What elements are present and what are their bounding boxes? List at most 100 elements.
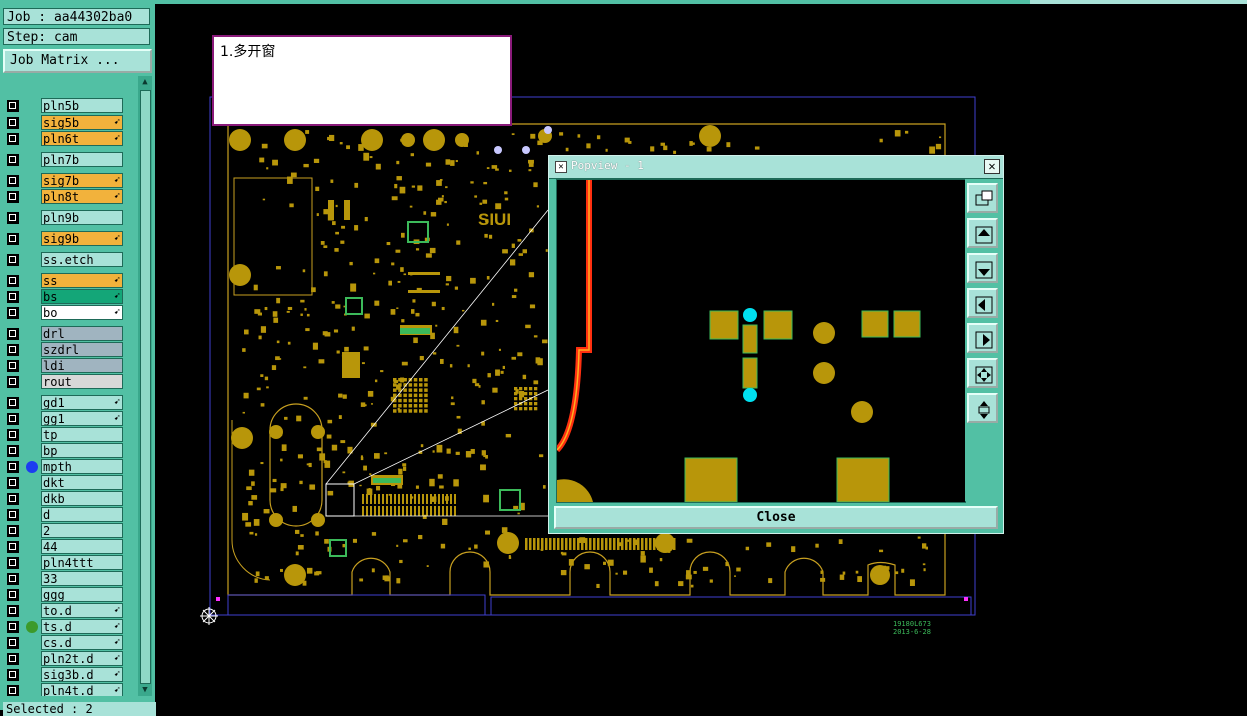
layer-checkbox[interactable] [7, 669, 19, 681]
layer-row[interactable]: pln6t➹ [3, 131, 137, 147]
layer-checkbox[interactable] [7, 413, 19, 425]
layer-name[interactable]: pln6t➹ [41, 131, 123, 146]
layer-checkbox[interactable] [7, 525, 19, 537]
layer-name[interactable]: bs➹ [41, 289, 123, 304]
layer-checkbox[interactable] [7, 589, 19, 601]
layer-name[interactable]: sig3b.d➹ [41, 667, 123, 682]
layer-row[interactable]: 44 [3, 539, 137, 555]
layer-row[interactable]: szdrl [3, 342, 137, 358]
layer-name[interactable]: szdrl [41, 342, 123, 357]
layer-row[interactable]: ss➹ [3, 273, 137, 289]
layer-checkbox[interactable] [7, 328, 19, 340]
layer-name[interactable]: cs.d➹ [41, 635, 123, 650]
pan-left-icon[interactable] [967, 288, 998, 318]
scroll-up-icon[interactable]: ▲ [142, 77, 148, 87]
zoom-fit-icon[interactable] [967, 183, 998, 213]
layer-checkbox[interactable] [7, 175, 19, 187]
layer-checkbox[interactable] [7, 191, 19, 203]
layer-checkbox[interactable] [7, 117, 19, 129]
popview-viewport[interactable] [556, 179, 966, 503]
layer-checkbox[interactable] [7, 461, 19, 473]
close-icon[interactable]: ✕ [984, 159, 1000, 174]
layer-name[interactable]: tp [41, 427, 123, 442]
layer-checkbox[interactable] [7, 212, 19, 224]
layer-name[interactable]: rout [41, 374, 123, 389]
layer-row[interactable]: 2 [3, 523, 137, 539]
layer-row[interactable]: ldi [3, 358, 137, 374]
layer-checkbox[interactable] [7, 397, 19, 409]
layer-row[interactable]: mpth [3, 459, 137, 475]
layer-row[interactable]: ss.etch [3, 252, 137, 268]
layer-row[interactable]: bo➹ [3, 305, 137, 321]
layer-name[interactable]: dkb [41, 491, 123, 506]
layer-name[interactable]: mpth [41, 459, 123, 474]
layer-row[interactable]: sig3b.d➹ [3, 667, 137, 683]
layer-checkbox[interactable] [7, 621, 19, 633]
layer-row[interactable]: d [3, 507, 137, 523]
layer-row[interactable]: gg1➹ [3, 411, 137, 427]
layer-name[interactable]: pln8t➹ [41, 189, 123, 204]
layer-row[interactable]: ggg [3, 587, 137, 603]
layer-name[interactable]: ss➹ [41, 273, 123, 288]
layer-checkbox[interactable] [7, 557, 19, 569]
layer-checkbox[interactable] [7, 445, 19, 457]
layer-name[interactable]: dkt [41, 475, 123, 490]
close-button[interactable]: Close [554, 506, 998, 529]
layer-row[interactable]: sig5b➹ [3, 115, 137, 131]
pan-down-icon[interactable] [967, 253, 998, 283]
layer-row[interactable]: rout [3, 374, 137, 390]
layer-name[interactable]: gg1➹ [41, 411, 123, 426]
layer-row[interactable]: pln4ttt [3, 555, 137, 571]
layer-row[interactable]: 33 [3, 571, 137, 587]
scroll-track[interactable] [140, 90, 151, 684]
layer-checkbox[interactable] [7, 477, 19, 489]
layer-row[interactable]: dkt [3, 475, 137, 491]
layer-name[interactable]: pln7b [41, 152, 123, 167]
layer-checkbox[interactable] [7, 573, 19, 585]
layer-checkbox[interactable] [7, 100, 19, 112]
layer-name[interactable]: drl [41, 326, 123, 341]
zoom-out-icon[interactable] [967, 393, 998, 423]
layer-checkbox[interactable] [7, 541, 19, 553]
layer-name[interactable]: ss.etch [41, 252, 123, 267]
layer-row[interactable]: sig9b➹ [3, 231, 137, 247]
layer-name[interactable]: pln5b [41, 98, 123, 113]
layer-name[interactable]: sig5b➹ [41, 115, 123, 130]
layer-name[interactable]: gd1➹ [41, 395, 123, 410]
layer-name[interactable]: 2 [41, 523, 123, 538]
layer-checkbox[interactable] [7, 605, 19, 617]
layer-name[interactable]: ts.d➹ [41, 619, 123, 634]
layer-row[interactable]: dkb [3, 491, 137, 507]
board-canvas[interactable]: SIUI [155, 4, 1247, 710]
layer-checkbox[interactable] [7, 233, 19, 245]
layer-checkbox[interactable] [7, 291, 19, 303]
layer-checkbox[interactable] [7, 653, 19, 665]
layer-row[interactable]: bp [3, 443, 137, 459]
layer-name[interactable]: sig7b➹ [41, 173, 123, 188]
scroll-down-icon[interactable]: ▼ [142, 685, 148, 695]
layer-scrollbar[interactable]: ▲ ▼ [138, 76, 152, 696]
layer-checkbox[interactable] [7, 376, 19, 388]
layer-row[interactable]: pln8t➹ [3, 189, 137, 205]
layer-name[interactable]: d [41, 507, 123, 522]
layer-name[interactable]: sig9b➹ [41, 231, 123, 246]
layer-name[interactable]: pln4t.d➹ [41, 683, 123, 696]
popview-titlebar[interactable]: ✕ Popview - 1 ✕ [549, 156, 1003, 179]
layer-row[interactable]: bs➹ [3, 289, 137, 305]
layer-name[interactable]: to.d➹ [41, 603, 123, 618]
layer-checkbox[interactable] [7, 154, 19, 166]
layer-row[interactable]: drl [3, 326, 137, 342]
layer-name[interactable]: bp [41, 443, 123, 458]
layer-row[interactable]: tp [3, 427, 137, 443]
layer-row[interactable]: ts.d➹ [3, 619, 137, 635]
layer-checkbox[interactable] [7, 685, 19, 696]
layer-checkbox[interactable] [7, 360, 19, 372]
layer-row[interactable]: pln7b [3, 152, 137, 168]
job-matrix-button[interactable]: Job Matrix ... [3, 49, 152, 73]
layer-row[interactable]: sig7b➹ [3, 173, 137, 189]
layer-name[interactable]: bo➹ [41, 305, 123, 320]
layer-row[interactable]: pln2t.d➹ [3, 651, 137, 667]
layer-row[interactable]: pln9b [3, 210, 137, 226]
layer-checkbox[interactable] [7, 637, 19, 649]
zoom-in-icon[interactable] [967, 358, 998, 388]
